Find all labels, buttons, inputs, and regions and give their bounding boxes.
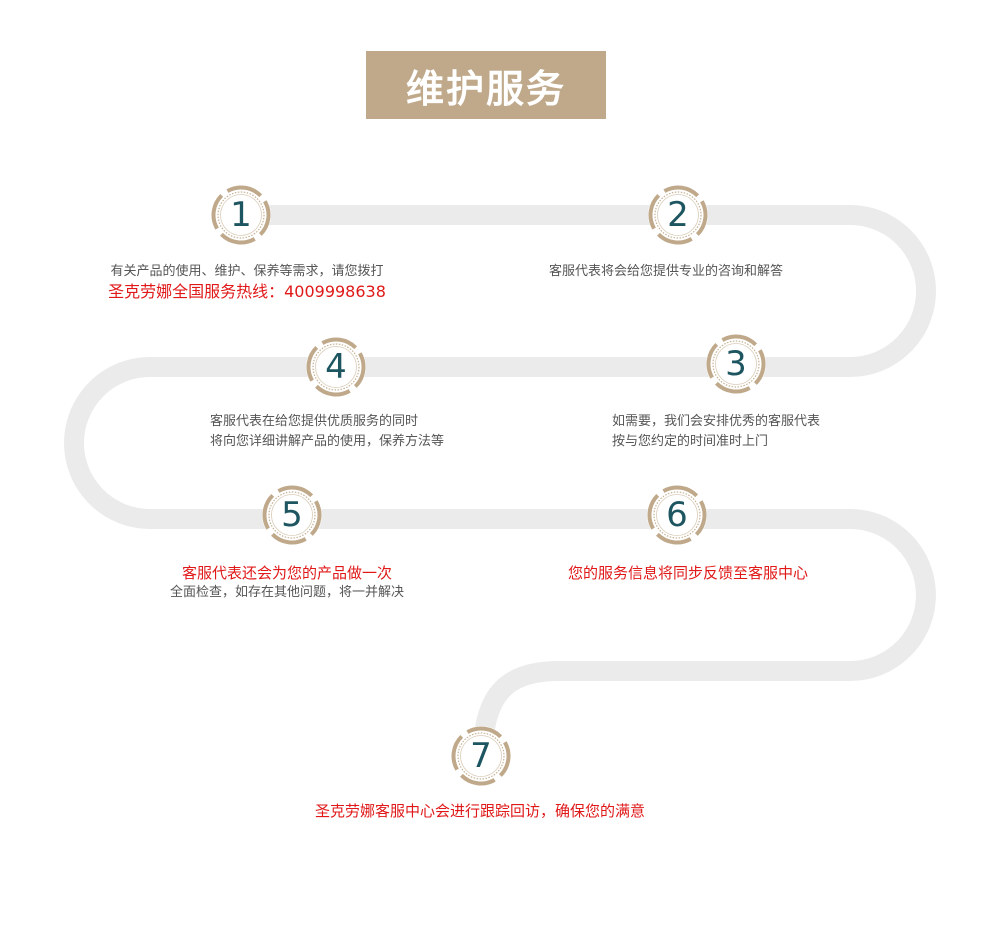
step-5-highlight: 客服代表还会为您的产品做一次 bbox=[181, 564, 392, 582]
step-4-circle: 4 bbox=[306, 337, 366, 397]
winding-track-path bbox=[64, 205, 936, 765]
step-1-circle: 1 bbox=[211, 185, 271, 245]
step-1-number: 1 bbox=[230, 195, 252, 235]
step-2-number: 2 bbox=[667, 195, 689, 235]
step-2-text: 客服代表将会给您提供专业的咨询和解答 bbox=[548, 264, 783, 279]
step-7-circle: 7 bbox=[451, 726, 511, 786]
step-5-text: 全面检查，如存在其他问题，将一并解决 bbox=[169, 585, 404, 600]
step-2-circle: 2 bbox=[648, 185, 708, 245]
step-1-hotline: 圣克劳娜全国服务热线：4009998638 bbox=[108, 282, 386, 301]
page-title: 维护服务 bbox=[405, 66, 566, 111]
step-5-number: 5 bbox=[281, 495, 303, 535]
step-4-number: 4 bbox=[325, 347, 347, 387]
step-6-circle: 6 bbox=[647, 485, 707, 545]
step-6-number: 6 bbox=[666, 495, 688, 535]
step-4-text-line1: 客服代表在给您提供优质服务的同时 bbox=[210, 414, 419, 429]
step-3-text-line1: 如需要，我们会安排优秀的客服代表 bbox=[612, 414, 821, 429]
title-banner: 维护服务 bbox=[366, 51, 606, 119]
step-3-text-line2: 按与您约定的时间准时上门 bbox=[612, 434, 769, 449]
step-7-number: 7 bbox=[470, 736, 492, 776]
step-5-circle: 5 bbox=[262, 485, 322, 545]
step-1-text: 有关产品的使用、维护、保养等需求，请您拨打 bbox=[110, 264, 384, 279]
step-4-text-line2: 将向您详细讲解产品的使用，保养方法等 bbox=[210, 434, 445, 449]
step-3-circle: 3 bbox=[706, 334, 766, 394]
step-3-number: 3 bbox=[725, 344, 747, 384]
step-6-highlight: 您的服务信息将同步反馈至客服中心 bbox=[567, 564, 808, 582]
step-7-highlight: 圣克劳娜客服中心会进行跟踪回访，确保您的满意 bbox=[314, 802, 645, 820]
